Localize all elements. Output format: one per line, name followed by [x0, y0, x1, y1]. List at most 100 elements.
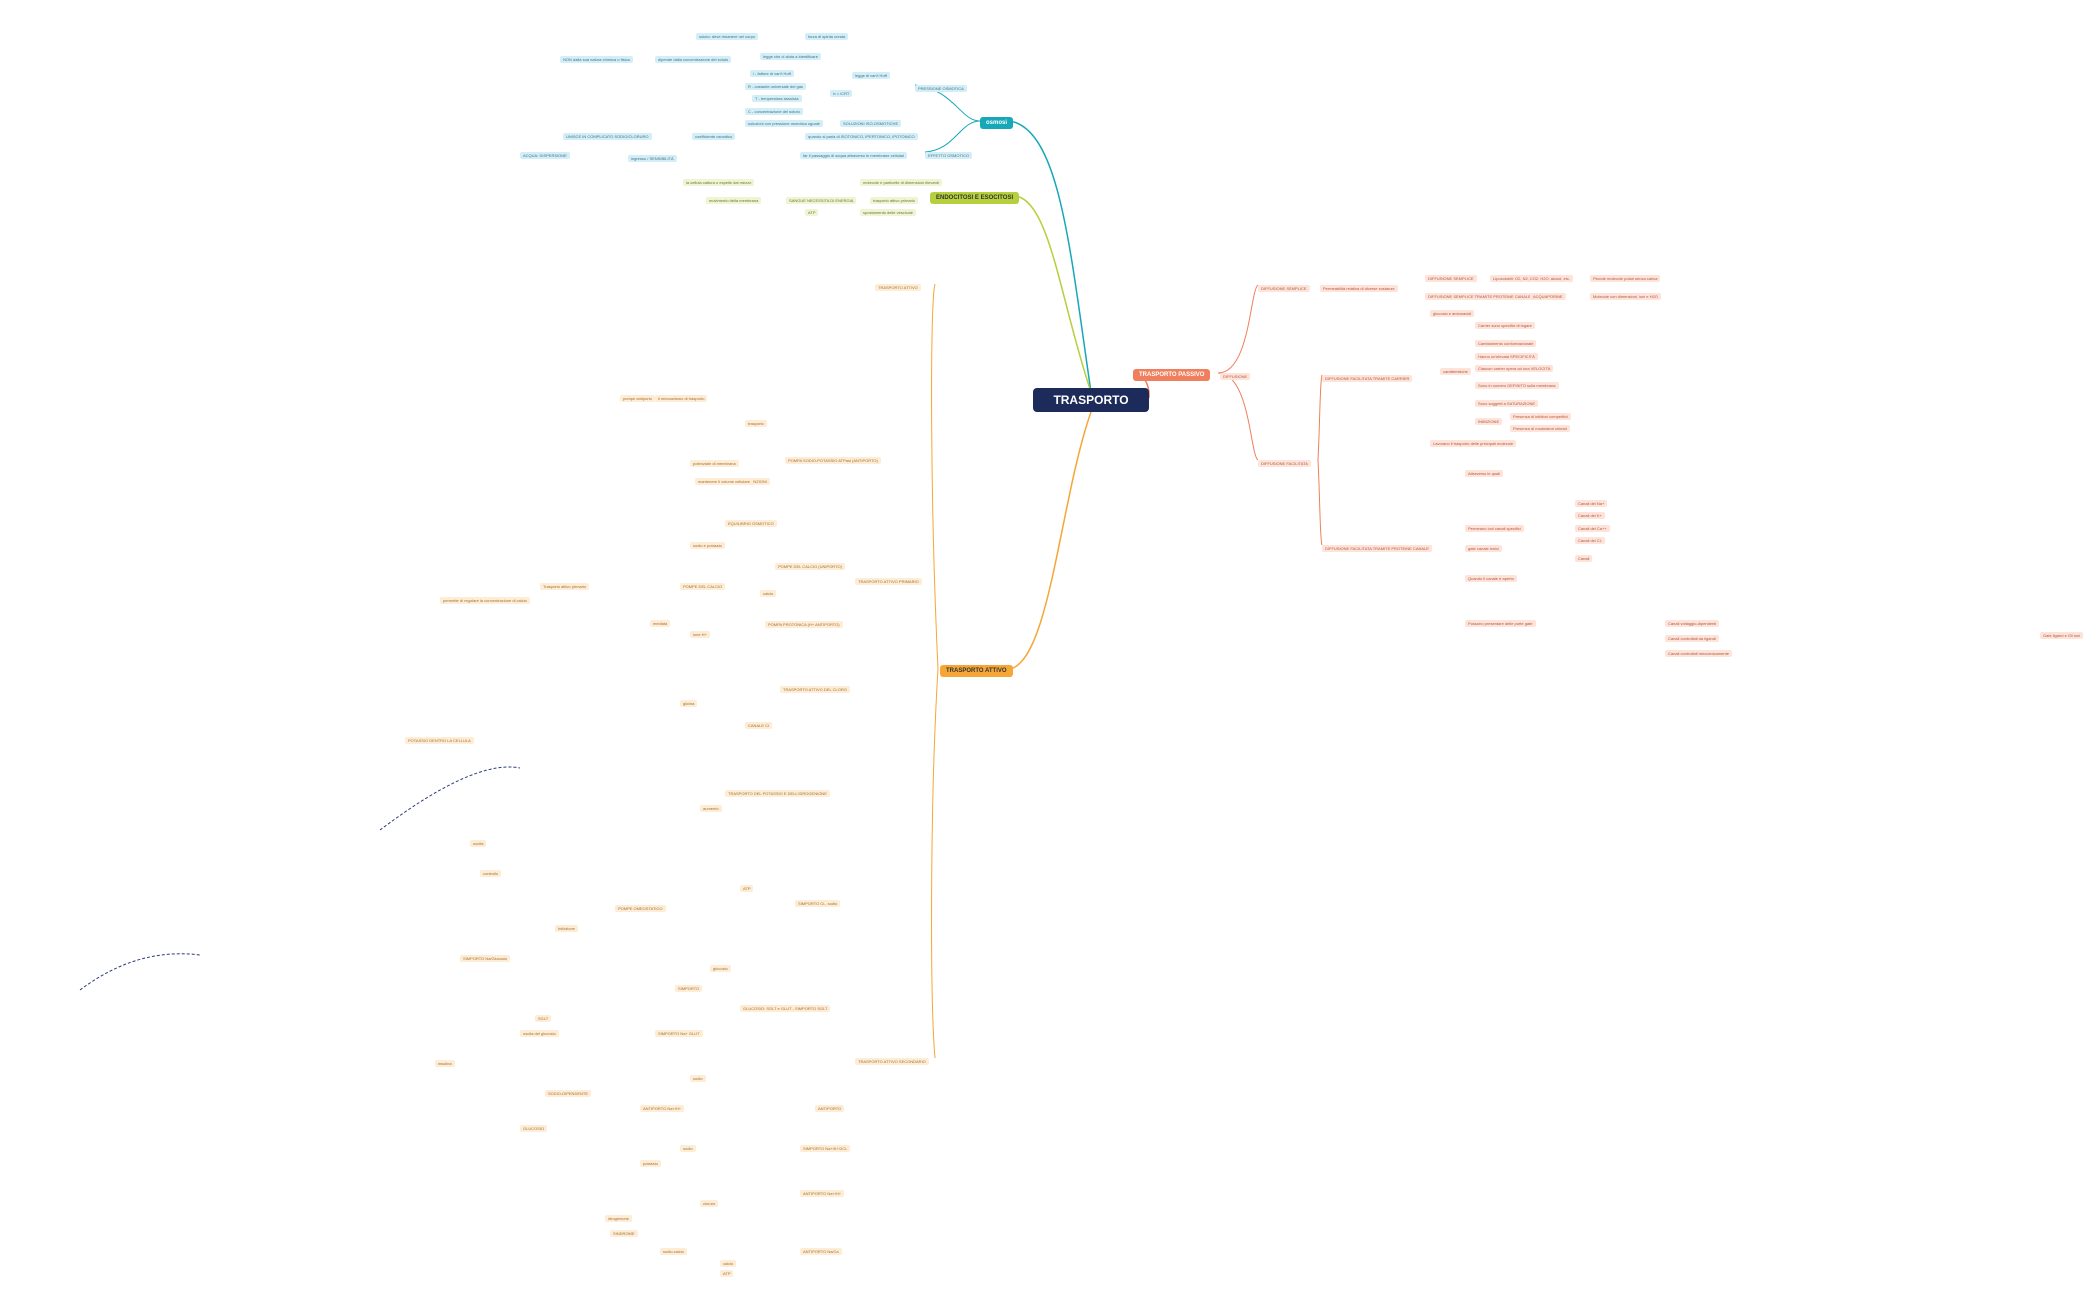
passivo-node[interactable]: Permeabilità relativa di diverse sostanz… — [1320, 285, 1398, 292]
attivo-node[interactable]: potenziale di membrana — [690, 460, 739, 467]
attivo-node[interactable]: potassio — [640, 1160, 661, 1167]
attivo-node[interactable]: POMPA SODIO-POTASSIO ATPasi (ANTIPORTO) — [785, 457, 881, 464]
passivo-node[interactable]: caratteristiche — [1440, 368, 1471, 375]
attivo-node[interactable]: ATP — [740, 885, 754, 892]
endocitosi-node[interactable]: trasporto attivo primario — [870, 197, 919, 204]
passivo-node[interactable]: Canali del Na+ — [1575, 500, 1608, 507]
passivo-node[interactable]: Ciascun carrier opera ad una VELOCITÀ — [1475, 365, 1554, 372]
passivo-node[interactable]: DIFFUSIONE SEMPLICE — [1258, 285, 1310, 292]
attivo-node[interactable]: ANTIPORTO — [815, 1105, 845, 1112]
passivo-node[interactable]: Sono in numero DEFINITO sulla membrana — [1475, 382, 1559, 389]
endocitosi-node[interactable]: molecole e particelle di dimensioni rile… — [860, 179, 942, 186]
osmosi-node[interactable]: ACQUA: DISPERSIONE — [520, 152, 570, 159]
passivo-node[interactable]: Lavorano il trasporto delle principali m… — [1430, 440, 1517, 447]
attivo-node[interactable]: sodio e potassio — [690, 542, 725, 549]
attivo-node[interactable]: SINDROME — [610, 1230, 638, 1237]
passivo-node[interactable]: DIFFUSIONE SEMPLICE — [1425, 275, 1477, 282]
endocitosi-node[interactable]: la cellula cattura o espelle dal mezzo — [683, 179, 755, 186]
attivo-node[interactable]: TRASPORTO ATTIVO SECONDARIO — [855, 1058, 929, 1065]
passivo-node[interactable]: Canali voltaggio-dipendenti — [1665, 620, 1720, 627]
attivo-node[interactable]: POMPE OMEOSTATICO — [615, 905, 666, 912]
osmosi-node[interactable]: NON dalla sua natura chimica o fisica — [560, 56, 633, 63]
branch-osmosi[interactable]: osmosi — [980, 117, 1014, 129]
attivo-node[interactable]: SODIO-DIPENDENTE — [545, 1090, 592, 1097]
branch-trasporto-attivo[interactable]: TRASPORTO ATTIVO — [940, 665, 1013, 677]
attivo-node[interactable]: ANTIPORTO Na/Ca — [800, 1248, 842, 1255]
attivo-node[interactable]: TRASPORTO ATTIVO — [875, 284, 921, 291]
attivo-node[interactable]: TRASPORTO DEL POTASSIO E DELL'IDROGENION… — [725, 790, 830, 797]
attivo-node[interactable]: Trasporto attivo primario — [540, 583, 590, 590]
attivo-node[interactable]: uscita — [470, 840, 487, 847]
attivo-node[interactable]: GLUCOSIO — [520, 1125, 548, 1132]
osmosi-node[interactable]: UNISCE IN COMPLICATO SODIO/CLORURO — [563, 133, 652, 140]
root-node[interactable]: TRASPORTO — [1033, 388, 1149, 412]
attivo-node[interactable]: POTASSIO DENTRO LA CELLULA — [405, 737, 474, 744]
attivo-node[interactable]: mantenere il volume cellulare — [695, 478, 754, 485]
osmosi-node[interactable]: forza di spinta creata — [805, 33, 849, 40]
osmosi-node[interactable]: R - costante universale dei gas — [745, 83, 806, 90]
attivo-node[interactable]: TRASPORTO ATTIVO PRIMARIO — [855, 578, 922, 585]
attivo-node[interactable]: CANALE CI — [745, 722, 773, 729]
passivo-node[interactable]: gate canale ionici — [1465, 545, 1502, 552]
osmosi-node[interactable]: PRESSIONE OSMOTICA — [915, 85, 967, 92]
passivo-node[interactable]: Canali del K+ — [1575, 512, 1605, 519]
attivo-node[interactable]: SIMPORTO Na/Glucosio — [460, 955, 511, 962]
attivo-node[interactable]: mediata — [650, 620, 671, 627]
attivo-node[interactable]: Inibizione — [555, 925, 578, 932]
branch-trasporto-passivo[interactable]: TRASPORTO PASSIVO — [1133, 369, 1211, 381]
passivo-node[interactable]: ACQUAPORINE — [1530, 293, 1566, 300]
attivo-node[interactable]: GLUCOSIO: SGLT e GLUT - SIMPORTO SGLT — [740, 1005, 831, 1012]
attivo-node[interactable]: controllo — [480, 870, 502, 877]
attivo-node[interactable]: aumento — [700, 805, 722, 812]
attivo-node[interactable]: SIMPORTO — [675, 985, 703, 992]
osmosi-node[interactable]: soluzioni con pressione osmotica uguale — [745, 120, 823, 127]
attivo-node[interactable]: POMPE DEL CALCIO (UNIPORTO) — [775, 563, 845, 570]
attivo-node[interactable]: uscita del glucosio — [520, 1030, 559, 1037]
attivo-node[interactable]: sodio calcio — [660, 1248, 687, 1255]
osmosi-node[interactable]: far il passaggio di acqua attraverso le … — [800, 152, 908, 159]
attivo-node[interactable]: calcio — [720, 1260, 737, 1267]
attivo-node[interactable]: insulina — [435, 1060, 455, 1067]
passivo-node[interactable]: Canali del Ca++ — [1575, 525, 1610, 532]
attivo-node[interactable]: SIMPORTO Na+ GLUT — [655, 1030, 703, 1037]
attivo-node[interactable]: trasporto — [745, 420, 767, 427]
passivo-node[interactable]: Cambiamento conformazionale — [1475, 340, 1537, 347]
passivo-node[interactable]: Piccole molecole polari senza carica — [1590, 275, 1661, 282]
passivo-node[interactable]: INIBIZIONE — [1475, 418, 1503, 425]
passivo-node[interactable]: Presenza di modulatori chimici — [1510, 425, 1571, 432]
passivo-node[interactable]: Canali del Cl- — [1575, 537, 1606, 544]
passivo-node[interactable]: Liposolubili: O2, N2, CO2, H2O, alcool, … — [1490, 275, 1573, 282]
endocitosi-node[interactable]: SANGUE NECESSITA DI ENERGIA — [786, 197, 857, 204]
osmosi-node[interactable]: C - concentrazione del soluto — [745, 108, 803, 115]
passivo-node[interactable]: DIFFUSIONE FACILITATA TRAMITE CARRIER — [1322, 375, 1413, 382]
passivo-node[interactable]: Canali — [1575, 555, 1593, 562]
passivo-node[interactable]: DIFFUSIONE FACILITATA TRAMITE PROTEINE C… — [1322, 545, 1432, 552]
osmosi-node[interactable]: legge che ci aiuta a identificare — [760, 53, 821, 60]
osmosi-node[interactable]: EFFETTO OSMOTICO — [925, 152, 973, 159]
passivo-node[interactable]: Presenza di inibitori competitivi — [1510, 413, 1571, 420]
endocitosi-node[interactable]: spostamento delle vescicole — [860, 209, 917, 216]
osmosi-node[interactable]: dipende dalla concentrazione del soluto — [655, 56, 732, 63]
attivo-node[interactable]: glucosio — [710, 965, 731, 972]
passivo-node[interactable]: Canali controllati da ligandi — [1665, 635, 1719, 642]
attivo-node[interactable]: ANTIPORTO Na+/H+ — [800, 1190, 845, 1197]
osmosi-node[interactable]: soluto: deve rimanere nel corpo — [696, 33, 759, 40]
osmosi-node[interactable]: coefficiente osmotico — [692, 133, 736, 140]
attivo-node[interactable]: ANTIPORTO Na+/H+ — [640, 1105, 685, 1112]
attivo-node[interactable]: calcio — [760, 590, 777, 597]
endocitosi-node[interactable]: movimento della membrana — [706, 197, 762, 204]
attivo-node[interactable]: TRASPORTO ATTIVO DEL CLORO — [780, 686, 850, 693]
osmosi-node[interactable]: π = iCRT — [830, 90, 853, 97]
branch-endocitosi[interactable]: ENDOCITOSI E ESOCITOSI — [930, 192, 1020, 204]
passivo-node[interactable]: glucosio e aminoacidi — [1430, 310, 1475, 317]
attivo-node[interactable]: SGLT — [535, 1015, 552, 1022]
attivo-node[interactable]: il meccanismo di trasporto — [655, 395, 708, 402]
passivo-node[interactable]: Carrier sono specifici di legare — [1475, 322, 1535, 329]
osmosi-node[interactable]: ingresso / SENSIBILITÀ — [628, 155, 677, 162]
passivo-node[interactable]: Attraverso le quali — [1465, 470, 1504, 477]
attivo-node[interactable]: ione H+ — [690, 631, 710, 638]
attivo-node[interactable]: cloruro — [700, 1200, 719, 1207]
passivo-node[interactable]: Canali controllati meccanicamente — [1665, 650, 1732, 657]
attivo-node[interactable]: sodio — [680, 1145, 696, 1152]
attivo-node[interactable]: sodio — [690, 1075, 706, 1082]
